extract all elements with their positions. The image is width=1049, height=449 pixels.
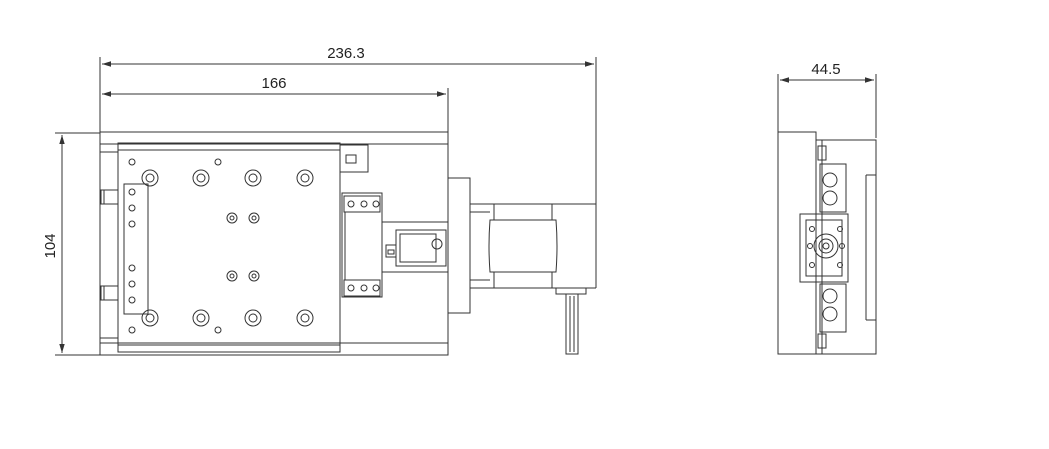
- carriage-plate: [117, 142, 341, 353]
- carriage-bolts: [141, 169, 314, 327]
- nut-block: [799, 213, 849, 283]
- dimension-overall-length: [99, 57, 597, 204]
- dimension-side-width: [777, 74, 877, 138]
- motor: [447, 177, 597, 355]
- plate-notch: [340, 144, 369, 173]
- plate-side-strip: [123, 183, 149, 315]
- side-carriage: [815, 139, 877, 355]
- front-view: [99, 131, 597, 356]
- dimension-body-length: [102, 88, 449, 132]
- dimension-height: [55, 132, 118, 356]
- height-label: 104: [42, 233, 59, 258]
- overall-length-label: 236.3: [327, 45, 365, 62]
- motor-cable: [565, 293, 579, 355]
- body-length-label: 166: [261, 75, 286, 92]
- small-holes: [128, 158, 222, 334]
- side-base: [777, 131, 817, 355]
- side-view: [777, 131, 877, 355]
- side-width-label: 44.5: [811, 61, 840, 78]
- coupling-bracket: [341, 192, 448, 298]
